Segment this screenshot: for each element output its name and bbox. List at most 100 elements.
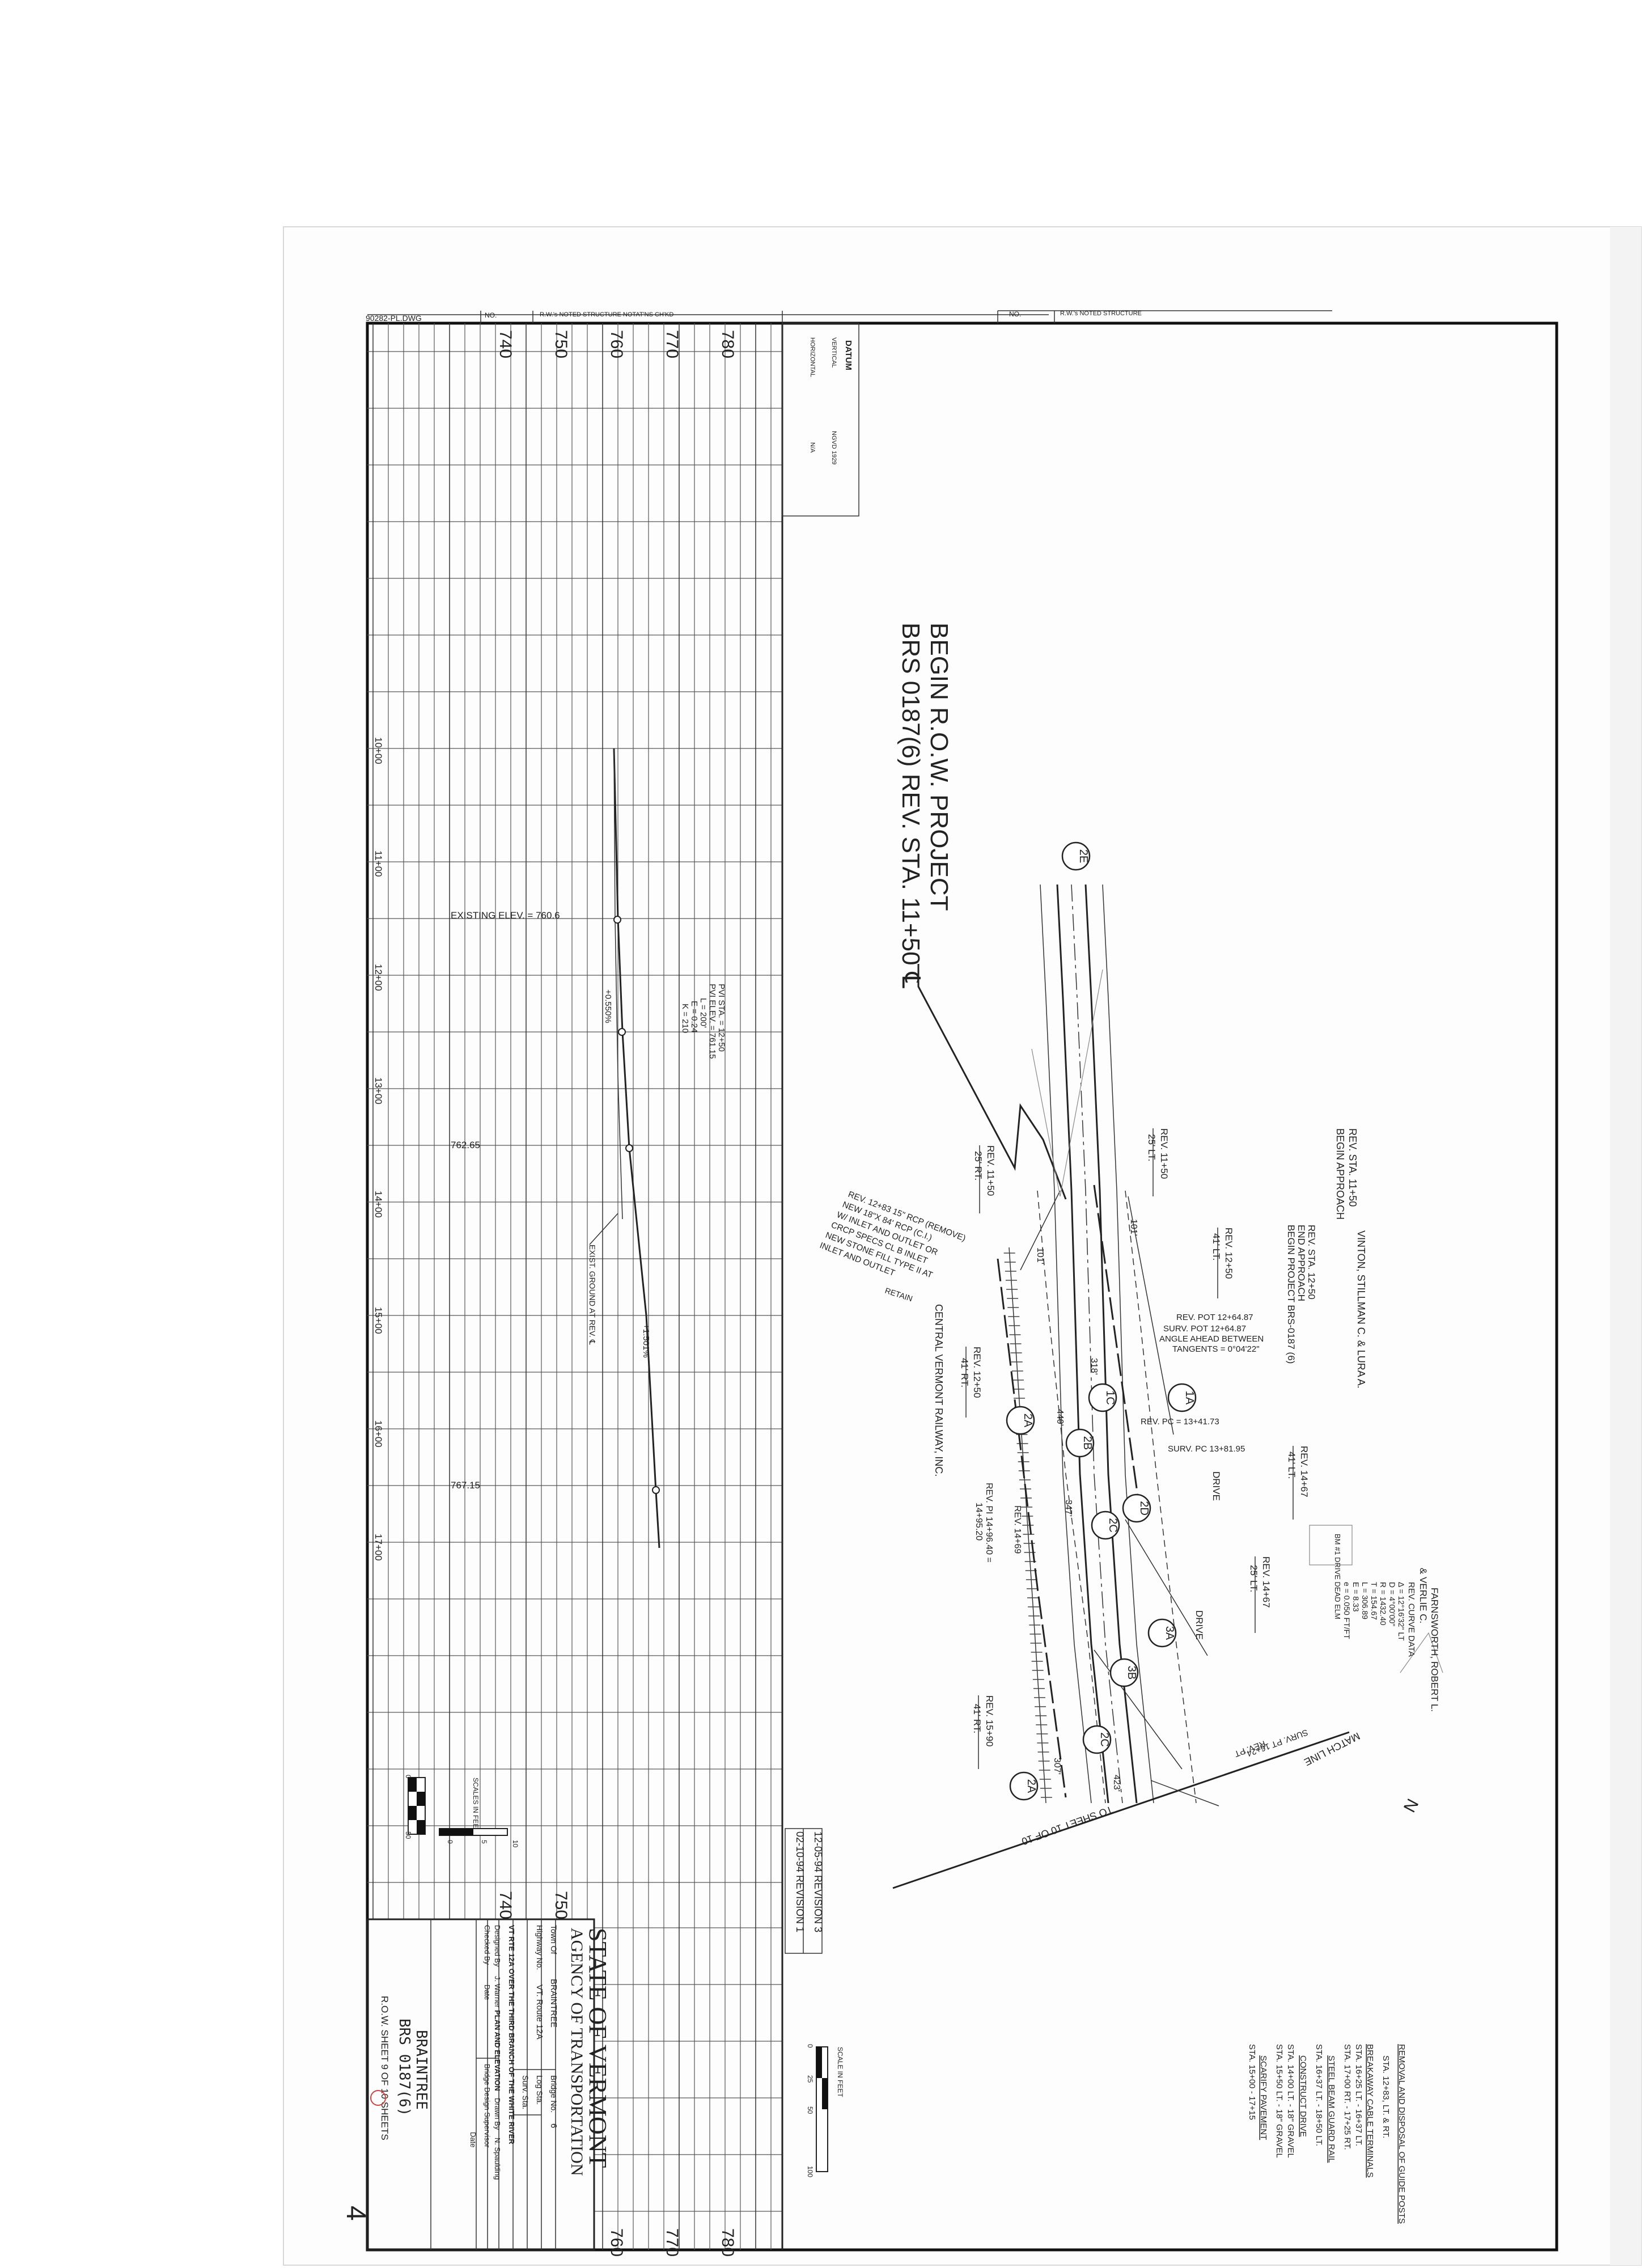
elev-770: 770 — [663, 330, 681, 358]
plan-scale-50: 50 — [806, 2106, 814, 2114]
station-1000: 10+00 — [373, 737, 384, 764]
station-1600: 16+00 — [373, 1420, 384, 1448]
rev-1467-lt: REV. 14+67 — [1299, 1446, 1310, 1497]
designed-by-label: Designed By — [493, 1925, 502, 1967]
grade-2: +1.501% — [641, 1324, 651, 1358]
owner-vinton: VINTON, STILLMAN C. & LURA A. — [1355, 1230, 1367, 1389]
datum-horizontal-value: N/A — [809, 442, 816, 453]
rev-1469: REV. 14+69 — [1012, 1505, 1022, 1554]
drive-label-1: DRIVE — [1211, 1471, 1222, 1501]
note-l3: STA. 16+37 LT. - 18+50 LT. — [1314, 2044, 1324, 2146]
parcel-circle — [1065, 1428, 1095, 1458]
town-big: BRAINTREE — [413, 2030, 430, 2110]
bridge-no-label: Bridge No. — [549, 2075, 558, 2113]
note-h3: STEEL BEAM GUARD RAIL — [1327, 2055, 1336, 2163]
elev-780: 780 — [718, 330, 737, 358]
profile-scale-title: SCALES IN FEET — [472, 1778, 480, 1833]
margin-mark: 4 — [341, 2206, 371, 2221]
rev-1467-lt-off: 41' LT. — [1286, 1452, 1297, 1479]
rev-pi: REV. PI 14+96.40 = — [984, 1483, 994, 1563]
rev-1250-rt: REV. 12+50 — [972, 1347, 982, 1398]
pvi-point-3 — [625, 1144, 633, 1152]
plan-scale-bar: SCALE IN FEET 0 25 50 100 — [806, 2044, 844, 2177]
drawn-by: N. Spaulding — [493, 2138, 502, 2180]
elev-760: 760 — [607, 330, 626, 358]
plan-scale-100: 100 — [806, 2166, 814, 2177]
curve-super: e = 0.050 FT/FT — [1342, 1582, 1351, 1639]
exist-ground-note: EXIST. GROUND AT REV. ℄ — [588, 1245, 597, 1345]
state-of-vermont: STATE OF VERMONT — [584, 1928, 612, 2168]
distance-labels: 101' 101' 318' 440' 347' 307' 423' — [1035, 1219, 1138, 1792]
rev-1150-lt: REV. 11+50 — [1159, 1128, 1170, 1179]
log-sta: Log Sta. — [535, 2075, 544, 2105]
parcel-circle — [1088, 1383, 1117, 1412]
dist-307: 307' — [1052, 1758, 1062, 1775]
parcel-circle-label: 2D — [1138, 1501, 1150, 1516]
elev-740-b: 740 — [496, 1891, 515, 1919]
parcel-circle-label: 2E — [1077, 849, 1090, 863]
owner-farnsworth: FARNSWORTH, ROBERT L. — [1429, 1588, 1440, 1712]
profile-scale-h0: 0 — [404, 1775, 412, 1779]
rev-1250-rt-off: 41' RT. — [959, 1358, 970, 1387]
profile-scale-v5: 5 — [480, 1840, 488, 1844]
begin-row-line2: BRS 0187(6) REV. STA. 11+50 ℄ — [897, 623, 925, 989]
title-block: STATE OF VERMONT AGENCY OF TRANSPORTATIO… — [366, 1918, 612, 2251]
date-label-1: Date — [483, 1984, 491, 2000]
rev-pi-2: 14+95.20 — [974, 1503, 984, 1541]
drawn-by-label: Drawn By — [493, 2098, 502, 2130]
begin-approach-label: BEGIN APPROACH — [1334, 1128, 1346, 1220]
bench-mark: BM #1 DRIVE DEAD ELM — [1333, 1534, 1342, 1619]
rev-no-header-right: NO. — [1009, 310, 1021, 318]
parcel-circle — [1061, 841, 1091, 871]
parcel-circle-label: 1C — [1104, 1390, 1116, 1405]
curve-d: D = 4°00'00" — [1388, 1582, 1397, 1626]
exist-ground-label: EXIST. GROUND AT REV. ℄ — [588, 1245, 597, 1345]
begin-row-callout: BEGIN R.O.W. PROJECT BRS 0187(6) REV. ST… — [897, 623, 1067, 1200]
designed-by: J. Warner — [493, 1976, 502, 2008]
existing-elev: EXISTING ELEV. = 760.6 — [451, 910, 560, 921]
surv-sta: Surv. Sta. — [521, 2075, 530, 2109]
rev-1590-off: 41' RT. — [972, 1704, 982, 1733]
pvi-line-2: PVI ELEV. = 761.15 — [707, 984, 717, 1059]
profile-scale-v10: 10 — [511, 1840, 519, 1848]
parcel-circle — [1167, 1383, 1197, 1412]
revision-boxes: 12-05-94 REVISION 3 02-10-94 REVISION 1 — [785, 1828, 824, 1954]
profile-elevations-bottom: 740 750 760 770 780 — [496, 1891, 737, 2257]
parcel-circle-label: 2C — [1098, 1732, 1111, 1747]
note-l2b: STA. 17+00 RT. - 17+25 RT. — [1342, 2044, 1352, 2150]
plan-scale-title: SCALE IN FEET — [836, 2047, 844, 2097]
parcel-circle — [1109, 1658, 1139, 1687]
rev-1467-rt: REV. 14+67 — [1261, 1556, 1272, 1608]
drive-label-2: DRIVE — [1194, 1610, 1205, 1640]
pvi-data: PVI STA. = 12+50 PVI ELEV. = 761.15 L = … — [680, 984, 726, 1059]
station-1100: 11+00 — [373, 850, 384, 877]
profile-grade-line — [589, 748, 660, 1548]
construction-notes: REMOVAL AND DISPOSAL OF GUIDE POSTS STA.… — [1247, 2044, 1406, 2224]
pvi-point-4 — [652, 1486, 660, 1494]
row-sheet: R.O.W. SHEET 9 OF 10 SHEETS — [379, 1996, 390, 2140]
pvi-point-2 — [618, 1028, 626, 1036]
curve-l: L = 306.89 — [1361, 1582, 1370, 1619]
pvi-line-5: K = 210 — [680, 1004, 690, 1033]
rev-pot: REV. POT 12+64.87 — [1176, 1313, 1253, 1322]
curve-title: REV. CURVE DATA — [1406, 1582, 1416, 1657]
elev-770-b: 770 — [663, 2228, 681, 2257]
elev-760-b: 760 — [607, 2228, 626, 2257]
revision-1: 02-10-94 REVISION 1 — [794, 1831, 806, 1932]
station-1300: 13+00 — [373, 1077, 384, 1105]
parcel-circle-label: 2A — [1025, 1779, 1037, 1793]
rev-1467-rt-off: 25' LT. — [1248, 1565, 1259, 1592]
tangents: TANGENTS = 0°04'22" — [1172, 1344, 1260, 1354]
curve-r: R = 1432.40 — [1379, 1582, 1388, 1626]
dist-101-b: 101' — [1129, 1219, 1138, 1236]
pvi-line-3: L = 200' — [698, 998, 708, 1028]
parcel-circle — [1006, 1406, 1035, 1435]
elev-780-b: 780 — [718, 2228, 737, 2257]
curve-t: T = 154.67 — [1370, 1582, 1379, 1620]
dist-347: 347' — [1063, 1500, 1073, 1517]
note-l2a: STA. 16+25 LT. - 16+37 LT. — [1354, 2044, 1363, 2146]
surv-pc: SURV. PC 13+81.95 — [1168, 1444, 1245, 1454]
rev-1590: REV. 15+90 — [984, 1695, 995, 1747]
pvi-line-1: PVI STA. = 12+50 — [717, 984, 726, 1052]
